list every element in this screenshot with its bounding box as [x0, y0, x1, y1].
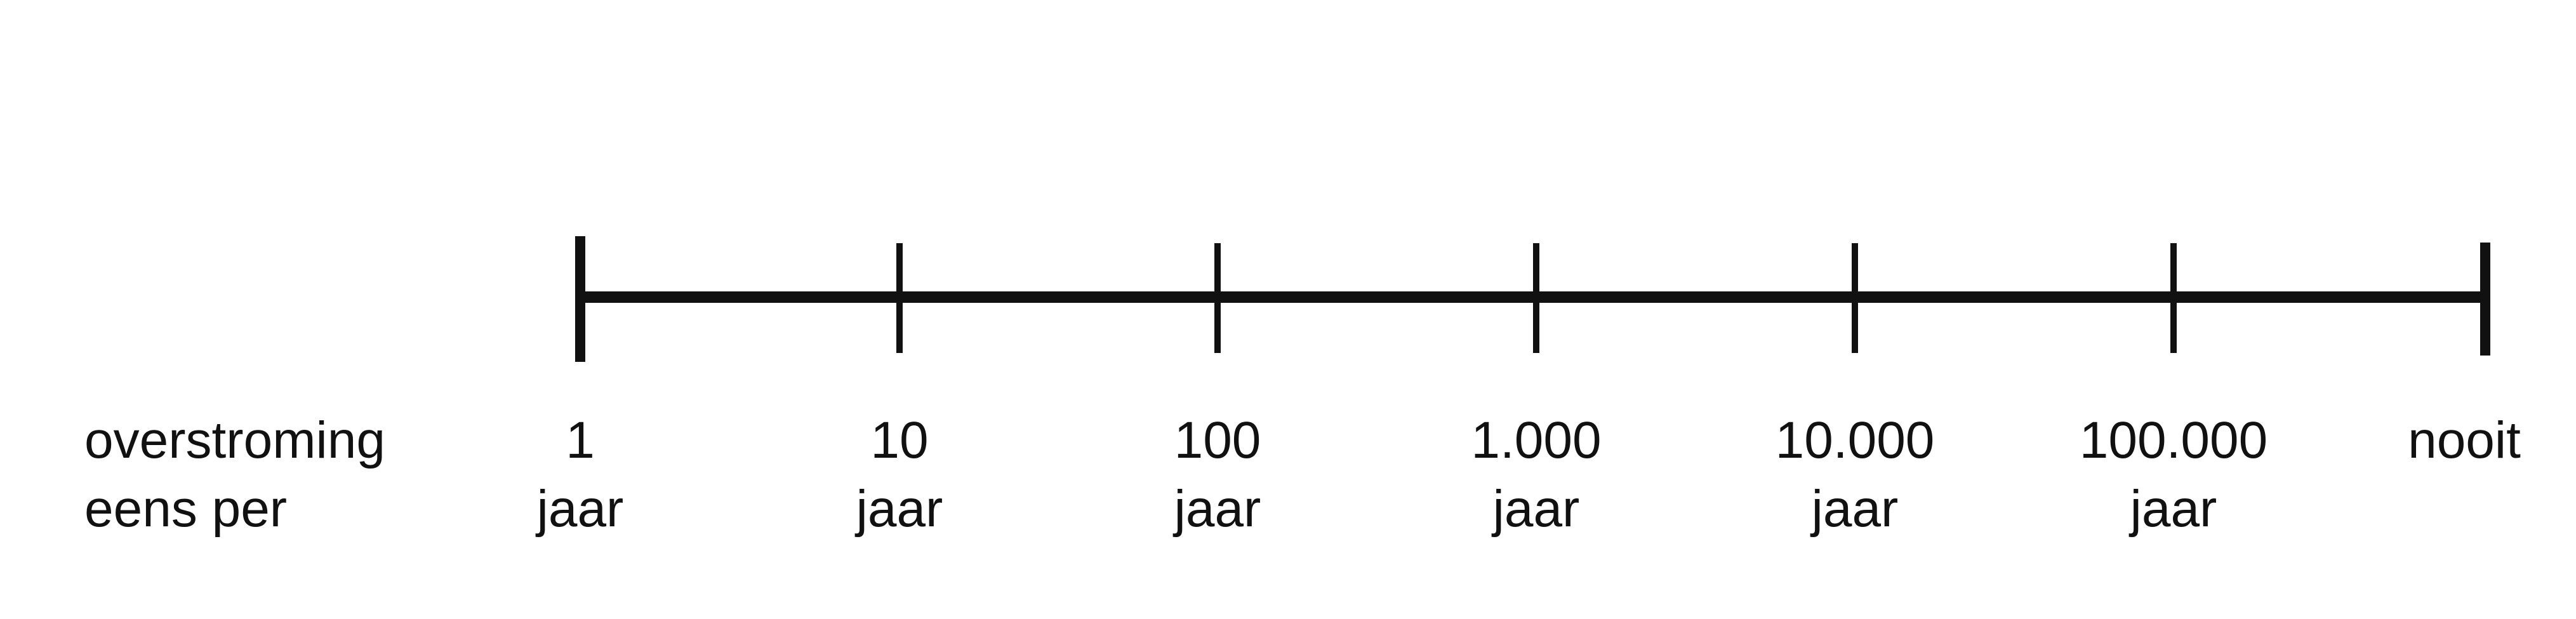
tick-label-100: 100 jaar: [1174, 406, 1261, 543]
tick-value: nooit: [2408, 411, 2521, 469]
tick-unit: jaar: [536, 480, 624, 538]
tick-value: 1.000: [1471, 411, 1602, 469]
tick-label-100000: 100.000 jaar: [2080, 406, 2267, 543]
tick-label-1000: 1.000 jaar: [1471, 406, 1601, 543]
tick-unit: jaar: [856, 480, 943, 538]
tick-unit: jaar: [2130, 480, 2217, 538]
row-label-line-2: eens per: [84, 480, 288, 538]
tick-label-1: 1 jaar: [537, 406, 624, 543]
tick-unit: jaar: [1492, 480, 1580, 538]
tick-unit: jaar: [1174, 480, 1261, 538]
tick-label-10000: 10.000 jaar: [1776, 406, 1935, 543]
tick-label-never: nooit: [2408, 406, 2521, 475]
row-label: overstroming eens per: [84, 406, 385, 543]
tick-value: 100: [1174, 411, 1261, 469]
tick-unit: jaar: [1811, 480, 1899, 538]
row-label-line-1: overstroming: [84, 411, 385, 469]
tick-value: 100.000: [2079, 411, 2268, 469]
tick-value: 10: [870, 411, 929, 469]
tick-value: 10.000: [1775, 411, 1935, 469]
tick-label-10: 10 jaar: [856, 406, 943, 543]
tick-value: 1: [566, 411, 595, 469]
